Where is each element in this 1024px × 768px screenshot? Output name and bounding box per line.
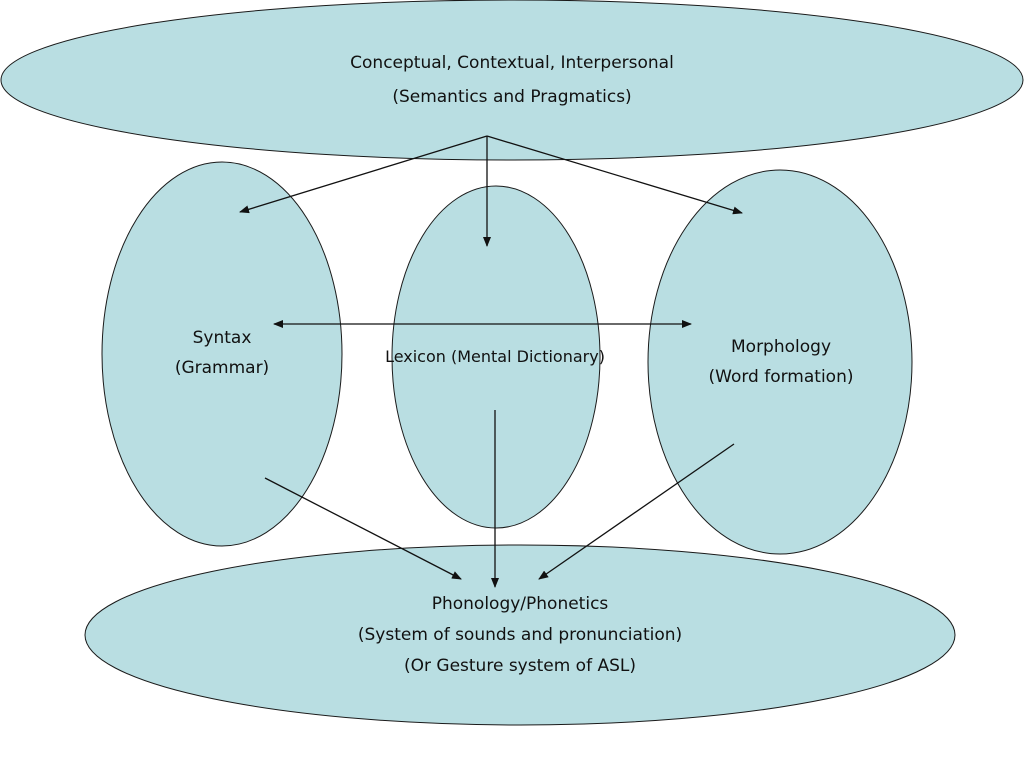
- top-label-line2: (Semantics and Pragmatics): [392, 87, 631, 107]
- bottom-label-line2: (System of sounds and pronunciation): [358, 625, 682, 645]
- node-syntax-ellipse: [101, 161, 343, 547]
- syntax-label-line2: (Grammar): [175, 358, 269, 378]
- edge-morphology-to-bottom: [538, 443, 735, 580]
- edge-top-to-syntax: [239, 135, 488, 214]
- morphology-label-line2: (Word formation): [709, 367, 854, 387]
- bottom-label-line3: (Or Gesture system of ASL): [404, 656, 636, 676]
- morphology-label-line1: Morphology: [731, 337, 831, 357]
- top-label-line1: Conceptual, Contextual, Interpersonal: [350, 53, 674, 73]
- edge-syntax-to-bottom: [264, 477, 462, 580]
- edge-group: [239, 135, 743, 588]
- bottom-label-line1: Phonology/Phonetics: [432, 594, 609, 614]
- edge-top-to-morphology: [486, 135, 743, 215]
- node-top-ellipse: [0, 0, 1024, 161]
- node-lexicon-ellipse: [391, 185, 601, 529]
- node-morphology-ellipse: [647, 169, 913, 555]
- syntax-label-line1: Syntax: [193, 328, 252, 348]
- node-bottom-ellipse: [84, 544, 956, 726]
- lexicon-label: Lexicon (Mental Dictionary): [385, 347, 605, 366]
